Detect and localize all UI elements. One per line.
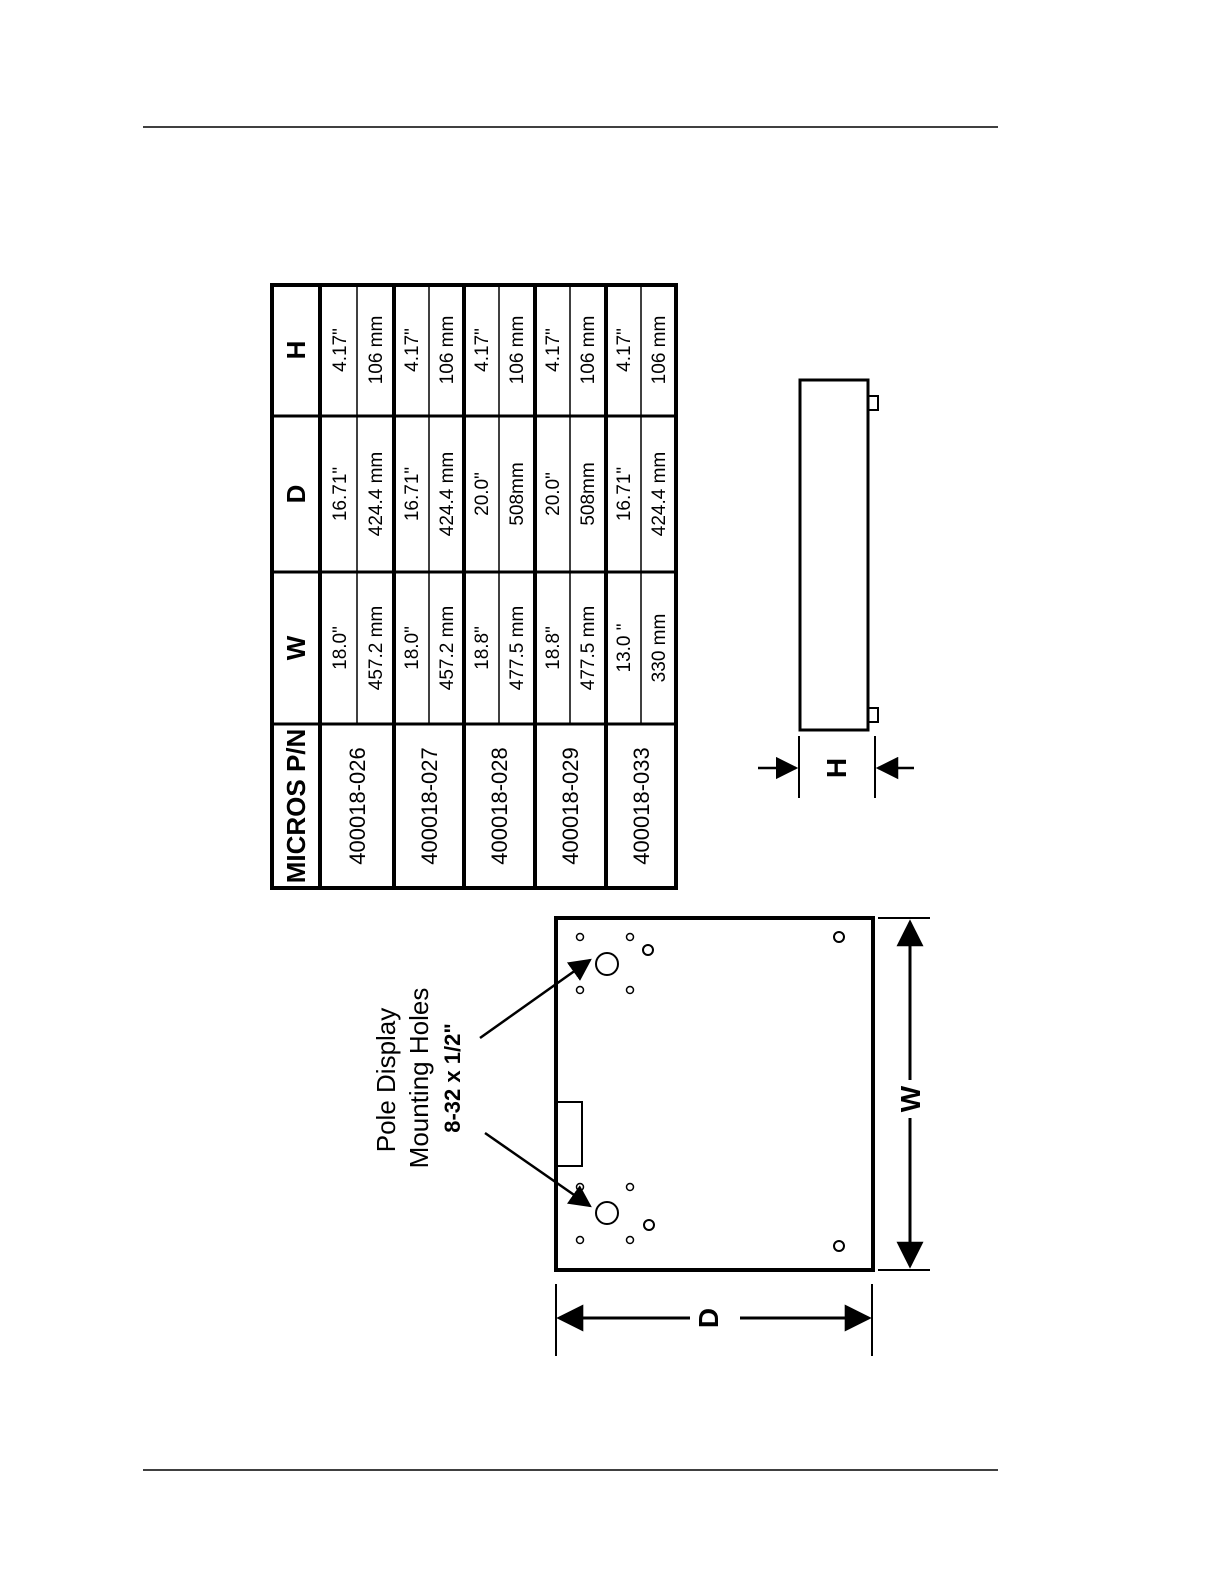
drawer-side-outline <box>798 378 870 732</box>
height-mm: 106 mm <box>649 316 670 385</box>
header-width: W <box>281 635 311 660</box>
side-view-drawing: H <box>758 378 914 798</box>
height-inches: 4.17" <box>614 328 635 372</box>
width-inches: 18.0" <box>402 626 423 670</box>
header-part-number: MICROS P/N <box>281 729 311 884</box>
depth-mm: 424.4 mm <box>649 452 670 536</box>
width-mm: 477.5 mm <box>578 606 599 690</box>
drawer-top-outline <box>554 916 875 1272</box>
mounting-hole-small <box>625 1182 635 1192</box>
table-row: 400018-028 18.8" 477.5 mm 20.0" 508mm 4.… <box>472 316 528 865</box>
corner-hole <box>833 1240 845 1252</box>
depth-mm: 424.4 mm <box>366 452 387 536</box>
part-number: 400018-026 <box>345 747 370 864</box>
header-depth: D <box>281 485 311 504</box>
width-inches: 18.8" <box>543 626 564 670</box>
depth-inches: 16.71" <box>614 467 635 521</box>
corner-hole <box>833 931 845 943</box>
callout-line-3: 8-32 x 1/2" <box>440 1023 465 1133</box>
table-row: 400018-033 13.0 " 330 mm 16.71" 424.4 mm… <box>614 316 670 865</box>
height-inches: 4.17" <box>543 328 564 372</box>
mounting-hole-small <box>625 932 635 942</box>
depth-inches: 20.0" <box>543 472 564 516</box>
header-height: H <box>281 341 311 360</box>
width-inches: 13.0 " <box>614 623 635 672</box>
drawer-foot <box>867 707 879 723</box>
drawer-slot <box>555 1101 583 1167</box>
part-number: 400018-033 <box>629 747 654 864</box>
width-inches: 18.0" <box>330 626 351 670</box>
height-inches: 4.17" <box>472 328 493 372</box>
width-inches: 18.8" <box>472 626 493 670</box>
depth-mm: 508mm <box>578 462 599 525</box>
callout-leader-arrow <box>484 1131 592 1208</box>
part-number: 400018-028 <box>487 747 512 864</box>
depth-mm: 424.4 mm <box>437 452 458 536</box>
mounting-hole-large <box>595 952 619 976</box>
height-mm: 106 mm <box>437 316 458 385</box>
mounting-hole-small <box>575 985 585 995</box>
table-row: 400018-029 18.8" 477.5 mm 20.0" 508mm 4.… <box>543 316 599 865</box>
callout-line-1: Pole Display <box>371 1008 401 1153</box>
height-dimension-label: H <box>821 758 852 778</box>
height-inches: 4.17" <box>330 328 351 372</box>
depth-mm: 508mm <box>507 462 528 525</box>
width-mm: 457.2 mm <box>437 606 458 690</box>
depth-inches: 20.0" <box>472 472 493 516</box>
height-mm: 106 mm <box>578 316 599 385</box>
height-mm: 106 mm <box>507 316 528 385</box>
callout-line-2: Mounting Holes <box>404 988 434 1169</box>
mounting-hole-medium <box>642 944 654 956</box>
part-number: 400018-027 <box>417 747 442 864</box>
mounting-hole-small <box>575 1235 585 1245</box>
callout-leader-arrow <box>479 958 592 1040</box>
mounting-hole-large <box>595 1201 619 1225</box>
height-mm: 106 mm <box>366 316 387 385</box>
width-mm: 457.2 mm <box>366 606 387 690</box>
mounting-hole-small <box>625 985 635 995</box>
mounting-hole-medium <box>643 1219 655 1231</box>
drawer-foot <box>867 395 879 411</box>
width-mm: 477.5 mm <box>507 606 528 690</box>
width-dimension-label: W <box>895 1085 926 1112</box>
depth-inches: 16.71" <box>330 467 351 521</box>
mounting-hole-small <box>575 1182 585 1192</box>
dimension-table: MICROS P/N W D H 400018-026 18.0" 457.2 … <box>270 283 678 890</box>
top-view-drawing: W D Pole Display Mounting Holes 8-32 x 1… <box>371 916 930 1356</box>
width-mm: 330 mm <box>649 614 670 683</box>
height-inches: 4.17" <box>402 328 423 372</box>
depth-dimension-label: D <box>693 1308 724 1328</box>
mounting-hole-small <box>575 932 585 942</box>
mounting-hole-small <box>625 1235 635 1245</box>
part-number: 400018-029 <box>558 747 583 864</box>
table-row: 400018-026 18.0" 457.2 mm 16.71" 424.4 m… <box>330 316 387 865</box>
table-row: 400018-027 18.0" 457.2 mm 16.71" 424.4 m… <box>402 316 458 865</box>
depth-inches: 16.71" <box>402 467 423 521</box>
